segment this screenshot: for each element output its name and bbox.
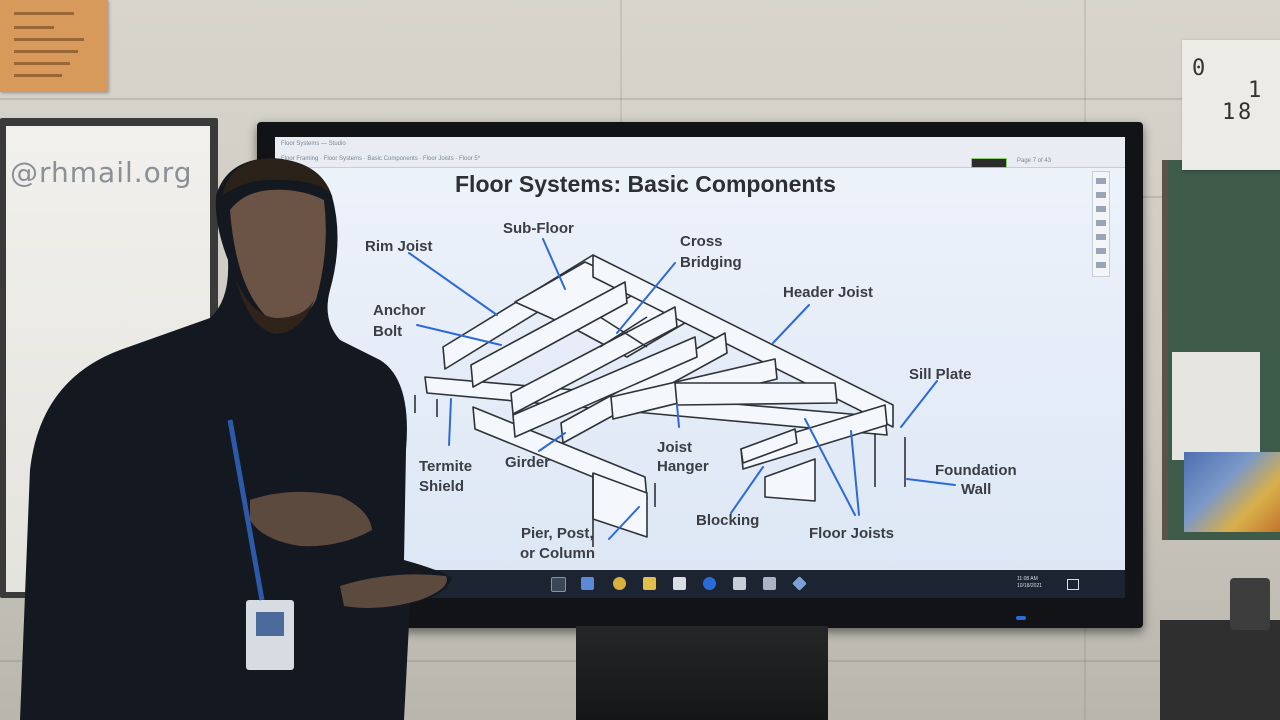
taskbar-clock[interactable]: 11:08 AM 10/18/2021 xyxy=(1017,576,1042,590)
shape-icon[interactable] xyxy=(1096,220,1106,226)
pen-icon[interactable] xyxy=(1096,178,1106,184)
highlighter-icon[interactable] xyxy=(1096,192,1106,198)
presenter-body xyxy=(20,158,452,720)
presenter-hair xyxy=(222,158,332,196)
presenter-face xyxy=(230,189,326,323)
label-bolt: Bolt xyxy=(373,323,403,340)
floor-joist xyxy=(674,382,838,406)
presenter-hand xyxy=(340,574,447,608)
floor-joist xyxy=(510,306,678,415)
task-view-icon[interactable] xyxy=(551,577,566,592)
leader-floor-joists xyxy=(850,430,860,516)
leader-sill-plate xyxy=(900,380,938,428)
label-sill-plate: Sill Plate xyxy=(909,366,972,383)
eraser-icon[interactable] xyxy=(1096,206,1106,212)
blocking-shape xyxy=(740,428,798,464)
present-button[interactable] xyxy=(971,158,1007,168)
label-anchor: Anchor xyxy=(373,302,426,319)
clock-date: 10/18/2021 xyxy=(1017,583,1043,589)
label-wall: Wall xyxy=(961,481,992,498)
label-girder: Girder xyxy=(505,454,551,471)
label-blocking: Blocking xyxy=(696,512,760,529)
label-pier-post: Pier, Post, xyxy=(521,525,594,542)
text-icon[interactable] xyxy=(1096,234,1106,240)
label-cross: Cross xyxy=(680,233,723,250)
leader-termite-shield xyxy=(448,398,452,446)
slide-title: Floor Systems: Basic Components xyxy=(455,171,836,197)
cross-bridging-line xyxy=(599,316,648,348)
label-header-joist: Header Joist xyxy=(783,284,874,301)
floor-framing-diagram xyxy=(408,238,956,547)
leader-anchor-bolt xyxy=(416,324,502,346)
mail-icon[interactable] xyxy=(763,577,776,590)
monitor-screen: Floor Systems — Studio Floor Framing · F… xyxy=(275,137,1125,598)
file-explorer-icon[interactable] xyxy=(581,577,594,590)
card-digit: 1 xyxy=(1222,100,1236,125)
label-or-column: or Column xyxy=(520,545,595,562)
edge-icon[interactable] xyxy=(703,577,716,590)
chrome-icon[interactable] xyxy=(613,577,626,590)
leader-sub-floor xyxy=(542,238,566,290)
label-bridging: Bridging xyxy=(680,254,742,271)
app-icon[interactable] xyxy=(643,577,656,590)
menu-icon[interactable] xyxy=(1096,262,1106,268)
label-floor-joists: Floor Joists xyxy=(809,525,895,542)
notification-icon[interactable] xyxy=(1067,579,1079,590)
card-digit: 0 xyxy=(1192,56,1206,81)
leader-girder xyxy=(538,432,566,452)
label-sub-floor: Sub-Floor xyxy=(503,220,574,237)
desk-corner xyxy=(1160,620,1280,720)
label-joist: Joist xyxy=(657,439,693,456)
corkboard-note xyxy=(1172,352,1260,460)
label-termite: Termite xyxy=(419,458,473,475)
desk-object xyxy=(1230,578,1270,630)
blocking-shape xyxy=(764,458,816,502)
posted-notice xyxy=(0,0,108,92)
wall-mortar-line xyxy=(0,98,1280,100)
page-indicator: Page 7 of 43 xyxy=(1017,158,1052,164)
leader-pier xyxy=(608,506,640,540)
id-badge-photo xyxy=(256,612,284,636)
presenter-beard xyxy=(236,280,314,334)
number-chart-card: 0 1 1 8 xyxy=(1182,40,1280,170)
leader-blocking xyxy=(730,466,764,514)
floor-joist xyxy=(470,281,628,388)
browser-breadcrumb: Floor Framing · Floor Systems · Basic Co… xyxy=(281,156,481,162)
lanyard xyxy=(227,419,265,601)
label-foundation: Foundation xyxy=(935,462,1017,479)
browser-tab-title[interactable]: Floor Systems — Studio xyxy=(281,141,346,147)
girder-top xyxy=(512,336,698,438)
leader-foundation-wall xyxy=(906,478,956,486)
corkboard-poster xyxy=(1184,452,1280,532)
whiteboard-writing: @rhmail.org xyxy=(10,156,193,189)
leader-cross-bridging xyxy=(616,262,676,334)
browser-toolbar: Floor Systems — Studio Floor Framing · F… xyxy=(275,137,1125,168)
leader-header-joist xyxy=(772,304,810,344)
label-rim-joist: Rim Joist xyxy=(365,238,433,255)
label-shield: Shield xyxy=(419,478,465,495)
power-led xyxy=(1016,616,1026,620)
label-hanger: Hanger xyxy=(657,458,709,475)
card-digit: 1 xyxy=(1248,78,1262,103)
annotation-toolbar[interactable] xyxy=(1092,171,1110,277)
store-icon[interactable] xyxy=(733,577,746,590)
card-digit: 8 xyxy=(1238,100,1252,125)
leader-joist-hanger xyxy=(676,404,680,428)
whiteboard-icon[interactable] xyxy=(673,577,686,590)
presenter-hand xyxy=(250,491,372,547)
leader-rim-joist xyxy=(408,252,498,316)
clock-time: 11:08 AM xyxy=(1017,576,1038,582)
monitor-stand xyxy=(576,626,828,720)
undo-icon[interactable] xyxy=(1096,248,1106,254)
leader-floor-joists xyxy=(804,418,856,516)
